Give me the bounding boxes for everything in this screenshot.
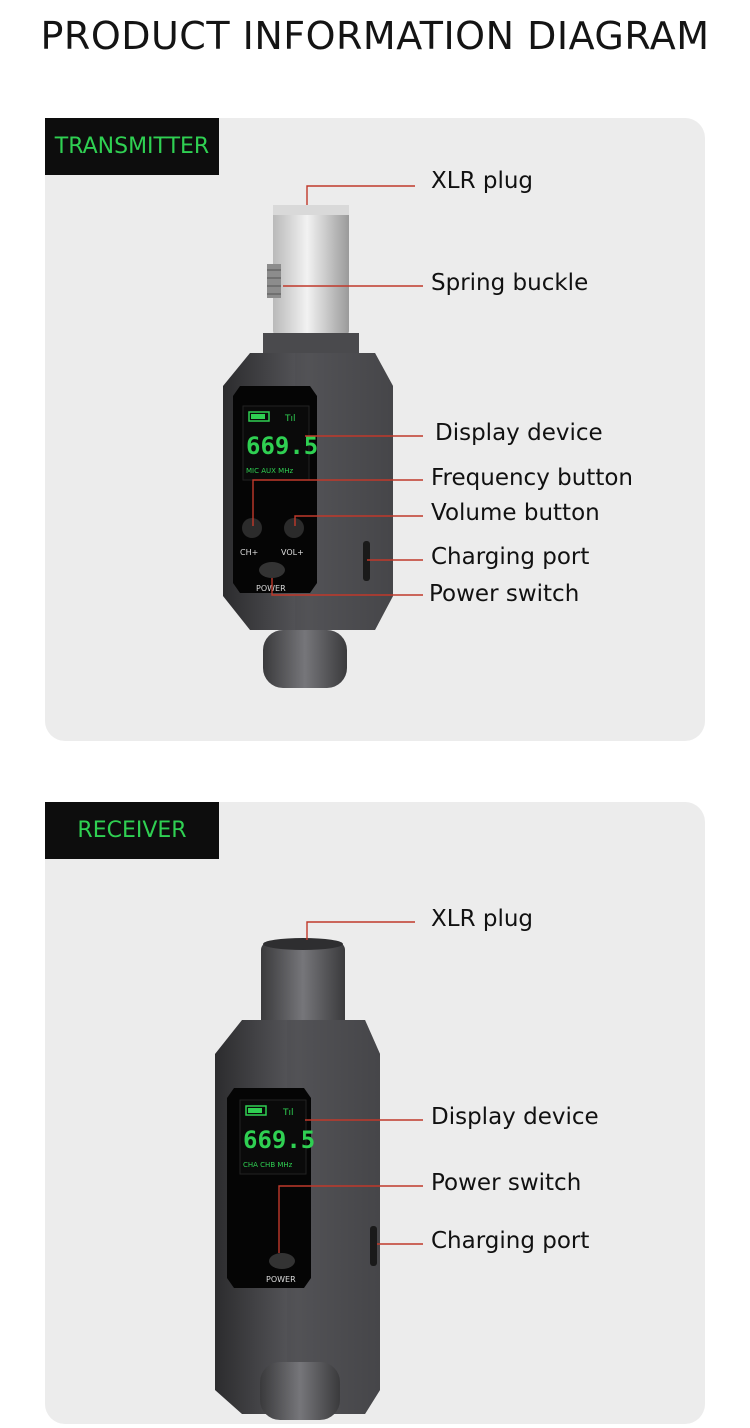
ch-button — [242, 518, 262, 538]
battery-icon — [245, 1105, 267, 1116]
leader-lines — [278, 921, 423, 1253]
charging-port-shape — [363, 541, 370, 581]
transmitter-device-illustration: Tıl 669.5 MIC AUX MHz CH+ VOL+ POWER — [223, 185, 423, 688]
signal-icon: Tıl — [284, 414, 296, 424]
power-button — [269, 1253, 295, 1269]
receiver-tag: RECEIVER — [45, 802, 219, 859]
charging-port-shape — [370, 1226, 377, 1266]
power-label: POWER — [266, 1275, 296, 1284]
callout-frequency-button: Frequency button — [431, 465, 633, 491]
vol-label: VOL+ — [281, 548, 304, 557]
callout-xlr-plug: XLR plug — [431, 906, 534, 932]
power-button — [259, 562, 285, 578]
transmitter-panel: Tıl 669.5 MIC AUX MHz CH+ VOL+ POWER XLR… — [45, 118, 705, 741]
xlr-plug-shape — [273, 205, 349, 335]
signal-icon: Tıl — [282, 1108, 294, 1118]
battery-icon — [248, 411, 270, 422]
callout-charging-port: Charging port — [431, 1228, 590, 1254]
callout-spring-buckle: Spring buckle — [431, 270, 589, 296]
vol-button — [284, 518, 304, 538]
spring-buckle-shape — [267, 264, 281, 298]
lcd-modes: MIC AUX MHz — [246, 467, 293, 475]
bottom-connector — [263, 630, 347, 688]
page-title: PRODUCT INFORMATION DIAGRAM — [40, 14, 710, 58]
ch-label: CH+ — [240, 548, 258, 557]
leader-lines — [252, 185, 423, 596]
lcd-frequency: 669.5 — [243, 1126, 315, 1154]
callout-display-device: Display device — [435, 420, 603, 446]
receiver-panel: Tıl 669.5 CHA CHB MHz POWER XLR plug Dis… — [45, 802, 705, 1424]
xlr-plug-shape — [261, 942, 345, 1032]
callout-power-switch: Power switch — [429, 581, 580, 607]
bottom-connector — [260, 1362, 340, 1420]
transmitter-tag: TRANSMITTER — [45, 118, 219, 175]
callout-xlr-plug: XLR plug — [431, 168, 534, 194]
callout-volume-button: Volume button — [431, 500, 600, 526]
callout-power-switch: Power switch — [431, 1170, 582, 1196]
callout-display-device: Display device — [431, 1104, 599, 1130]
power-label: POWER — [256, 584, 286, 593]
receiver-device-illustration: Tıl 669.5 CHA CHB MHz POWER — [215, 921, 423, 1420]
lcd-screen — [242, 405, 310, 481]
callout-charging-port: Charging port — [431, 544, 590, 570]
lcd-modes: CHA CHB MHz — [243, 1161, 293, 1169]
